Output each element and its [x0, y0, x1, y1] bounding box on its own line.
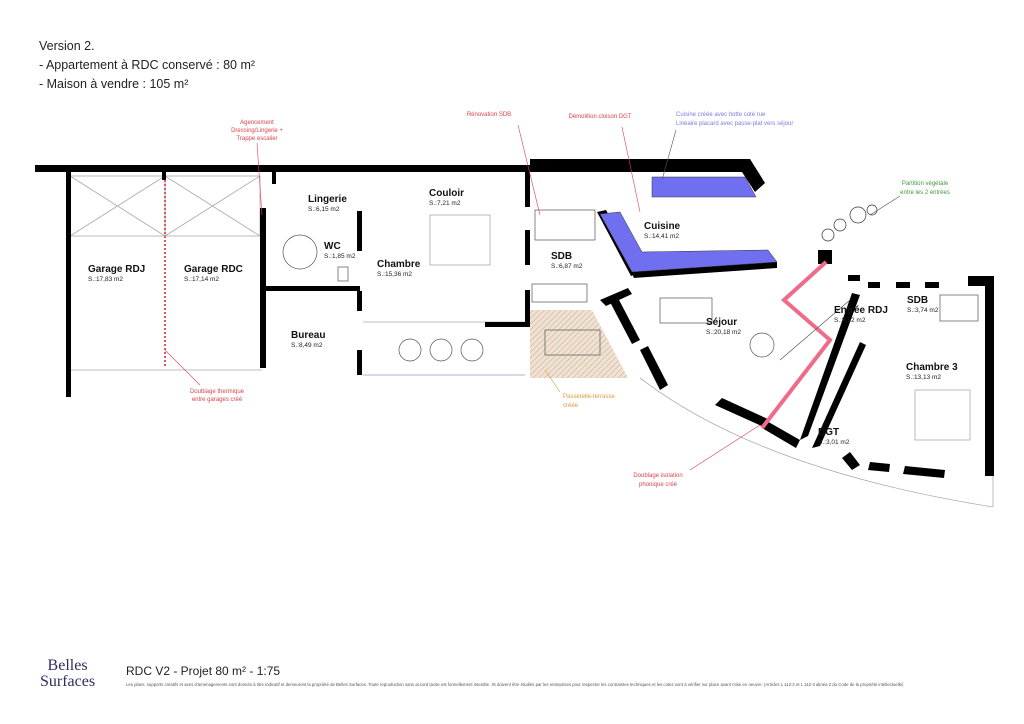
annotation-partition: entre les 2 entrées — [900, 190, 950, 196]
room-area: S.:3,01 m2 — [818, 439, 850, 446]
room-chambre-3: Chambre 3 — [906, 362, 958, 373]
annotation-sdb: Rénovation SDB — [467, 112, 511, 118]
room-wc: WC — [324, 241, 341, 252]
annotation-doublage: phonique créé — [639, 482, 678, 488]
room-area: S.:5,52 m2 — [834, 317, 866, 324]
annotation-lingerie: Agencement — [240, 120, 274, 126]
plant-partition — [821, 204, 878, 242]
annotation-dgt: Démolition cloison DGT — [568, 114, 631, 120]
room-garage-rdj: Garage RDJ — [88, 264, 145, 275]
header-line-apartment: - Appartement à RDC conservé : 80 m² — [39, 58, 256, 72]
room-garage-rdc: Garage RDC — [184, 264, 243, 275]
room-labels: Garage RDJ S.:17,83 m2 Garage RDC S.:17,… — [88, 188, 958, 446]
plan-title: RDC V2 - Projet 80 m² - 1:75 — [126, 664, 281, 678]
belles-surfaces-logo: Belles Surfaces — [40, 658, 95, 690]
kitchen-cabinets — [599, 176, 778, 273]
room-area: S.:17,14 m2 — [184, 276, 219, 283]
room-area: S.:17,83 m2 — [88, 276, 123, 283]
room-area: S.:13,13 m2 — [906, 374, 941, 381]
room-sdb: SDB — [551, 251, 572, 262]
room-couloir: Couloir — [429, 188, 464, 199]
logo-line: Surfaces — [40, 673, 96, 690]
annotations: Agencement Dressing/Lingerie + Trappe es… — [190, 112, 950, 488]
annotation-doublage: Doublage isolation — [633, 473, 682, 479]
room-area: S.:1,85 m2 — [324, 253, 356, 260]
room-area: S.:6,15 m2 — [308, 206, 340, 213]
room-sejour: Séjour — [706, 317, 737, 328]
room-area: S.:3,74 m2 — [907, 307, 939, 314]
header-line-house: - Maison à vendre : 105 m² — [39, 77, 189, 91]
annotation-cuisine: Linéaire placard avec passe-plat vers sé… — [676, 121, 793, 127]
annotation-lingerie: Dressing/Lingerie + — [231, 128, 283, 134]
room-area: S.:6,87 m2 — [551, 263, 583, 270]
annotation-garages: entre garages créé — [192, 397, 243, 403]
logo-line: Belles — [47, 657, 88, 674]
room-area: S.:8,49 m2 — [291, 342, 323, 349]
annotation-garages: Doublage thermique — [190, 389, 245, 395]
disclaimer: Les plans, supports créatifs et axes d'a… — [126, 682, 904, 687]
room-area: S.:15,36 m2 — [377, 271, 412, 278]
room-cuisine: Cuisine — [644, 221, 681, 232]
room-area: S.:20,18 m2 — [706, 329, 741, 336]
room-area: S.:14,41 m2 — [644, 233, 679, 240]
room-sdb-2: SDB — [907, 295, 928, 306]
room-lingerie: Lingerie — [308, 194, 347, 205]
thin-lines — [69, 175, 994, 508]
leader-lines — [164, 124, 901, 471]
room-area: S.:7,21 m2 — [429, 200, 461, 207]
room-bureau: Bureau — [291, 330, 325, 341]
acoustic-insulation — [760, 260, 833, 430]
annotation-passerelle: Passerelle-terrasse — [563, 394, 615, 400]
annotation-partition: Partition végétale — [902, 181, 949, 187]
annotation-passerelle: créée — [563, 403, 579, 409]
annotation-lingerie: Trappe escalier — [236, 136, 277, 142]
version-title: Version 2. — [39, 39, 95, 53]
room-entree-rdj: Entrée RDJ — [834, 305, 888, 316]
annotation-cuisine: Cuisine créée avec hotte coté rue — [676, 112, 766, 118]
walls — [35, 159, 994, 478]
room-chambre: Chambre — [377, 259, 421, 270]
room-dgt: DGT — [818, 427, 839, 438]
furniture — [282, 209, 979, 362]
